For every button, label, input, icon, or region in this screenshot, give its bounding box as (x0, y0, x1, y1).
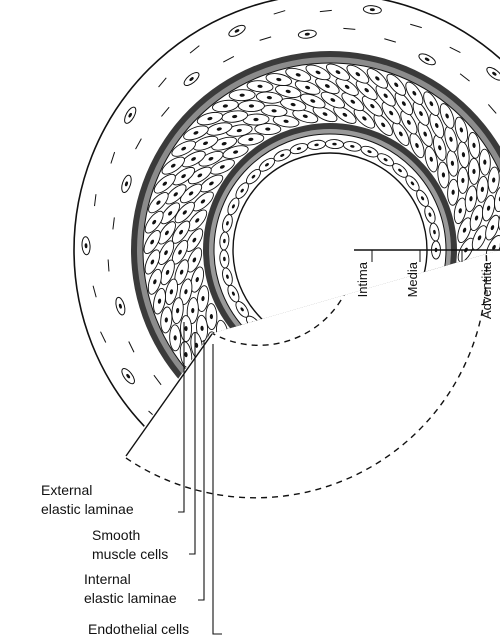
smooth-muscle-cell (226, 334, 245, 362)
label-external-elastic-line2: elastic laminae (41, 501, 134, 517)
label-smooth-muscle-line2: muscle cells (92, 546, 168, 562)
muscle-nucleus (225, 356, 230, 362)
muscle-nucleus (196, 367, 200, 373)
label-internal-elastic-line2: elastic laminae (84, 590, 177, 606)
leader-internal-elastic (198, 340, 204, 600)
muscle-nucleus (248, 358, 253, 364)
label-intima: Intima (355, 261, 370, 297)
smooth-muscle-cell (240, 347, 261, 375)
smooth-muscle-cell (213, 360, 233, 388)
smooth-muscle-cell (218, 345, 237, 373)
fibroblast-nucleus (180, 411, 186, 416)
endothelial-cell (257, 326, 277, 344)
label-media: Media (405, 261, 420, 297)
muscle-nucleus (233, 345, 238, 351)
smooth-muscle-cell (228, 372, 250, 400)
muscle-nucleus (226, 393, 231, 399)
smooth-muscle-cell (218, 382, 240, 410)
leader-endothelial (213, 344, 222, 634)
muscle-nucleus (207, 358, 211, 364)
smooth-muscle-cell (206, 331, 222, 359)
fibroblast-cell (173, 404, 192, 422)
smooth-muscle-cell (232, 358, 253, 386)
label-internal-elastic-line1: Internal (84, 571, 131, 587)
label-external-elastic-line1: External (41, 482, 92, 498)
muscle-nucleus (220, 330, 224, 336)
label-endothelial: Endothelial cells (88, 621, 189, 637)
smooth-muscle-cell (200, 347, 217, 375)
label-smooth-muscle-line1: Smooth (92, 527, 140, 543)
muscle-nucleus (240, 369, 245, 375)
muscle-nucleus (236, 383, 241, 389)
label-adventitia: Adventitia (479, 261, 494, 319)
muscle-nucleus (212, 342, 216, 348)
endothelial-nucleus (264, 333, 269, 338)
muscle-nucleus (221, 371, 226, 377)
